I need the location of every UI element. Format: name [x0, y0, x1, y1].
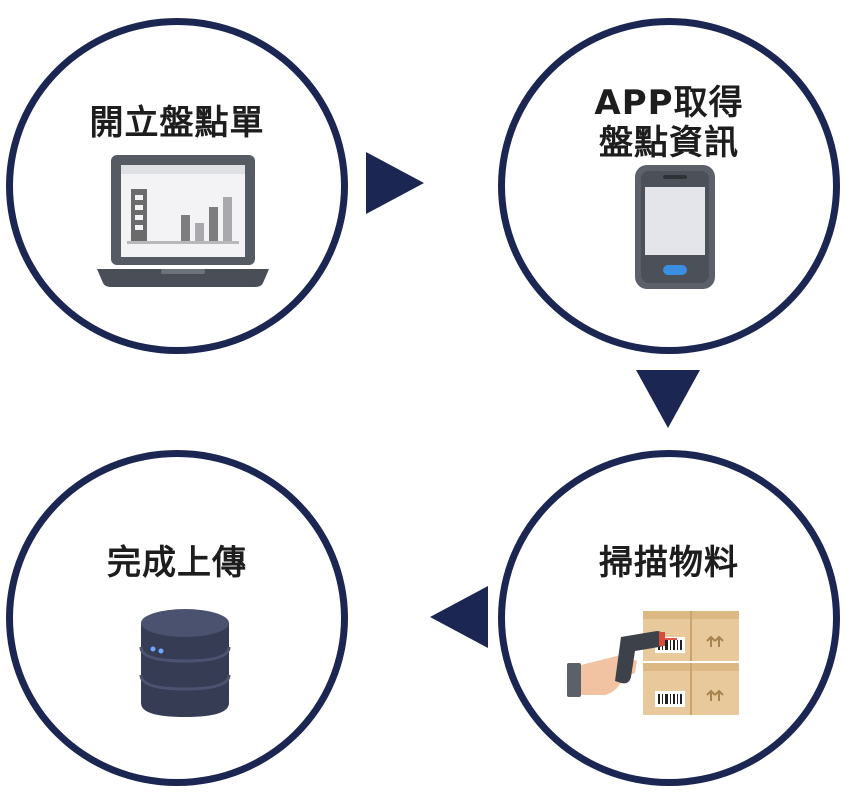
arrow-left-icon [428, 584, 490, 654]
laptop-report-icon [97, 153, 269, 293]
arrow-down-icon [634, 368, 702, 434]
step-label-line-1: APP取得 [594, 83, 744, 123]
arrow-right-icon [364, 150, 426, 220]
mobile-device-icon [633, 163, 717, 295]
step-label: 完成上傳 [107, 543, 247, 583]
barcode-scanner-boxes-icon [565, 607, 755, 723]
step-label-line-2: 盤點資訊 [599, 123, 739, 163]
step-label: 掃描物料 [599, 543, 739, 583]
step-app-fetch-info: APP取得 盤點資訊 [498, 18, 840, 354]
database-icon [139, 607, 231, 723]
step-create-count-sheet: 開立盤點單 [6, 18, 348, 354]
step-upload-complete: 完成上傳 [6, 450, 348, 786]
step-label: 開立盤點單 [89, 103, 265, 143]
step-label: APP取得 盤點資訊 [505, 83, 833, 163]
step-scan-materials: 掃描物料 [498, 450, 840, 786]
